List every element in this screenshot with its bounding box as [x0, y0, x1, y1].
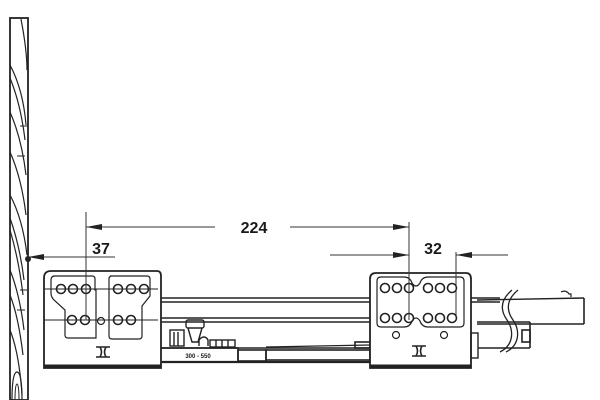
dimension-label-224: 224	[241, 220, 268, 237]
dimension-224	[86, 224, 409, 230]
wood-panel	[9, 17, 29, 400]
dimension-label-37: 37	[92, 241, 110, 258]
brand-logo-icon	[412, 345, 426, 357]
range-label: 300 - 550	[185, 354, 211, 360]
rear-bracket	[369, 272, 479, 369]
front-bracket	[43, 270, 162, 369]
brand-logo-icon	[96, 346, 110, 358]
clip	[169, 319, 236, 348]
dimension-label-32: 32	[424, 241, 442, 258]
break-symbol	[499, 289, 519, 353]
dimension-37	[28, 254, 115, 260]
dimension-32	[330, 252, 508, 258]
